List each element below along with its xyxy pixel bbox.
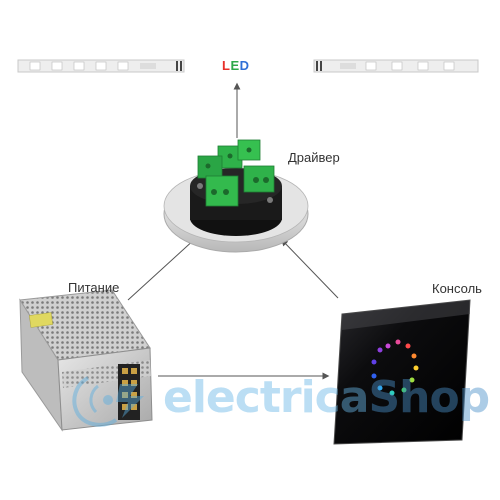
power-label: Питание <box>68 280 119 295</box>
led-letter-l: L <box>222 58 230 73</box>
console-label: Консоль <box>432 281 482 296</box>
power-supply-icon <box>20 290 152 430</box>
led-label: LED <box>222 58 250 73</box>
driver-label: Драйвер <box>288 150 340 165</box>
touch-console-icon <box>334 300 470 444</box>
arrow-console-to-driver <box>282 240 338 298</box>
led-strip-right-icon <box>314 60 478 72</box>
led-strip-left-icon <box>18 60 184 72</box>
led-letter-e: E <box>230 58 239 73</box>
driver-device-icon <box>164 140 308 252</box>
led-letter-d: D <box>240 58 250 73</box>
arrow-power-to-driver <box>128 238 196 300</box>
